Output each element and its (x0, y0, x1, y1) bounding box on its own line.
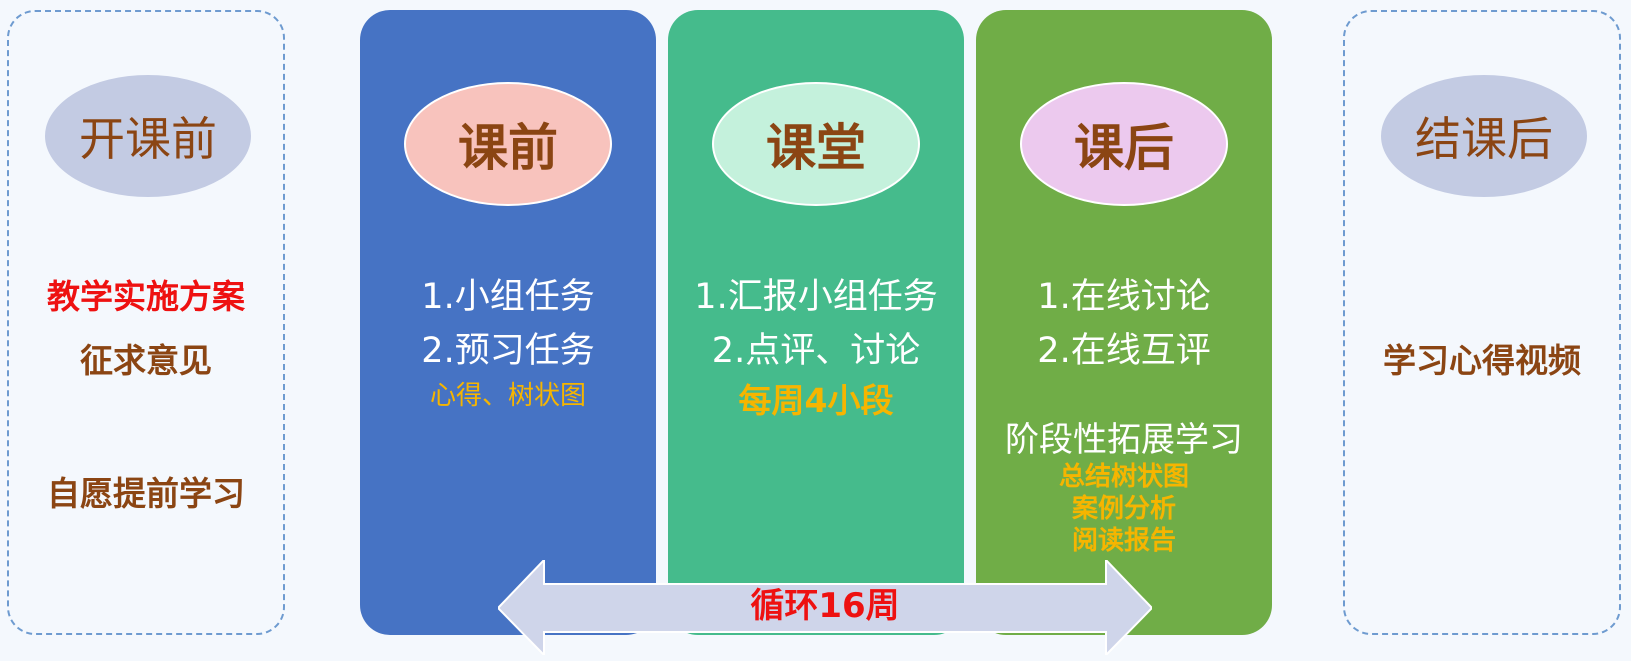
pre-course-title: 开课前 (79, 112, 217, 166)
notes-tree-text: 心得、树状图 (429, 381, 586, 411)
weekly-segments-text: 每周4小段 (738, 381, 894, 420)
cycle-label: 循环16周 (750, 586, 900, 626)
reading-report-text: 阅读报告 (1071, 526, 1176, 556)
in-class-oval: 课堂 (712, 82, 920, 206)
before-class-oval: 课前 (404, 82, 612, 206)
after-class-column: 课后 1.在线讨论 2.在线互评 阶段性拓展学习 总结树状图 案例分析 阅读报告 (976, 10, 1272, 635)
post-course-title: 结课后 (1415, 112, 1553, 166)
group-task-text: 1.小组任务 (421, 277, 595, 317)
review-discuss-text: 2.点评、讨论 (711, 331, 921, 371)
solicit-opinions-text: 征求意见 (80, 341, 212, 380)
teaching-plan-text: 教学实施方案 (47, 277, 245, 316)
online-peer-review-text: 2.在线互评 (1037, 331, 1211, 371)
before-class-column: 课前 1.小组任务 2.预习任务 心得、树状图 (360, 10, 656, 635)
after-class-oval: 课后 (1020, 82, 1228, 206)
voluntary-study-text: 自愿提前学习 (47, 474, 245, 513)
extended-learning-text: 阶段性拓展学习 (1005, 420, 1243, 460)
reflection-video-text: 学习心得视频 (1383, 341, 1581, 380)
summary-tree-text: 总结树状图 (1058, 462, 1189, 492)
in-class-column: 课堂 1.汇报小组任务 2.点评、讨论 每周4小段 (668, 10, 964, 635)
post-course-panel: 结课后 学习心得视频 (1343, 10, 1621, 635)
post-course-oval: 结课后 (1381, 75, 1587, 197)
online-discussion-text: 1.在线讨论 (1037, 277, 1211, 317)
cycle-arrow: 循环16周 (496, 557, 1154, 658)
case-analysis-text: 案例分析 (1071, 494, 1176, 524)
in-class-title: 课堂 (766, 119, 866, 177)
after-class-title: 课后 (1074, 119, 1174, 177)
preview-task-text: 2.预习任务 (421, 331, 595, 371)
pre-course-oval: 开课前 (45, 75, 251, 197)
before-class-title: 课前 (458, 119, 558, 177)
pre-course-panel: 开课前 教学实施方案 征求意见 自愿提前学习 (7, 10, 285, 635)
report-group-task-text: 1.汇报小组任务 (694, 277, 938, 317)
